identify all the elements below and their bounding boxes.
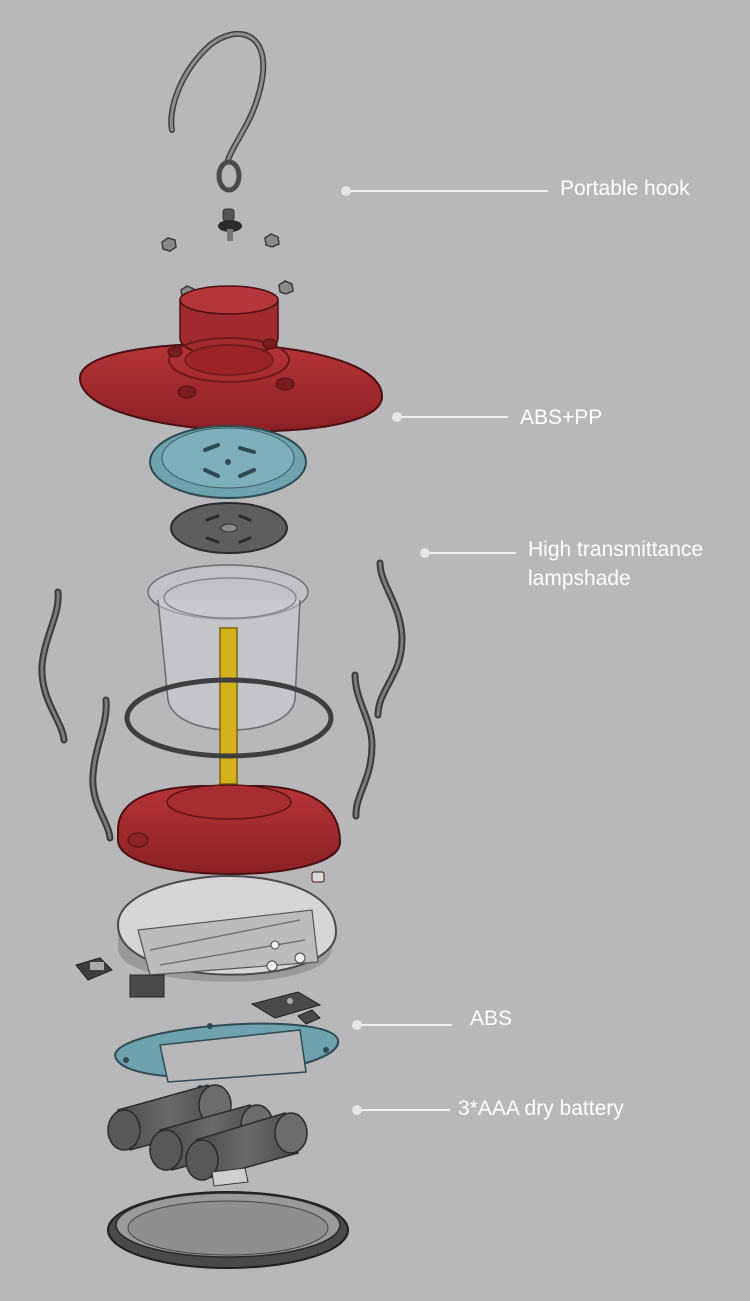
- battery-label: 3*AAA dry battery: [458, 1097, 624, 1120]
- lampshade-callout-line: [430, 552, 516, 554]
- seal-ring: [124, 677, 334, 759]
- portable-hook: [168, 30, 267, 241]
- hook-label: Portable hook: [560, 177, 690, 200]
- bottom-shell: [117, 784, 342, 883]
- battery-callout-line: [362, 1109, 450, 1111]
- battery-frame: [113, 1022, 340, 1091]
- teal-plate: [149, 425, 307, 499]
- base-housing: [116, 874, 338, 998]
- base-material-callout-dot: [352, 1020, 362, 1030]
- top-shade: [78, 285, 384, 433]
- hook-callout-line: [351, 190, 548, 192]
- battery-callout-dot: [352, 1105, 362, 1115]
- switch-parts: [75, 957, 322, 1025]
- side-wires: [38, 559, 406, 842]
- shade-material-callout-line: [402, 416, 508, 418]
- batteries: [107, 1084, 308, 1181]
- lampshade-label: High transmittance lampshade: [528, 538, 704, 590]
- bottom-cover: [107, 1167, 349, 1269]
- hook-callout-dot: [341, 186, 351, 196]
- lampshade-callout-dot: [420, 548, 430, 558]
- base-material-callout-line: [362, 1024, 452, 1026]
- light-rod: [219, 627, 238, 785]
- shade-material-callout-dot: [392, 412, 402, 422]
- shade-material-label: ABS+PP: [520, 406, 603, 429]
- base-material-label: ABS: [470, 1007, 513, 1030]
- reflector-disk: [170, 502, 288, 554]
